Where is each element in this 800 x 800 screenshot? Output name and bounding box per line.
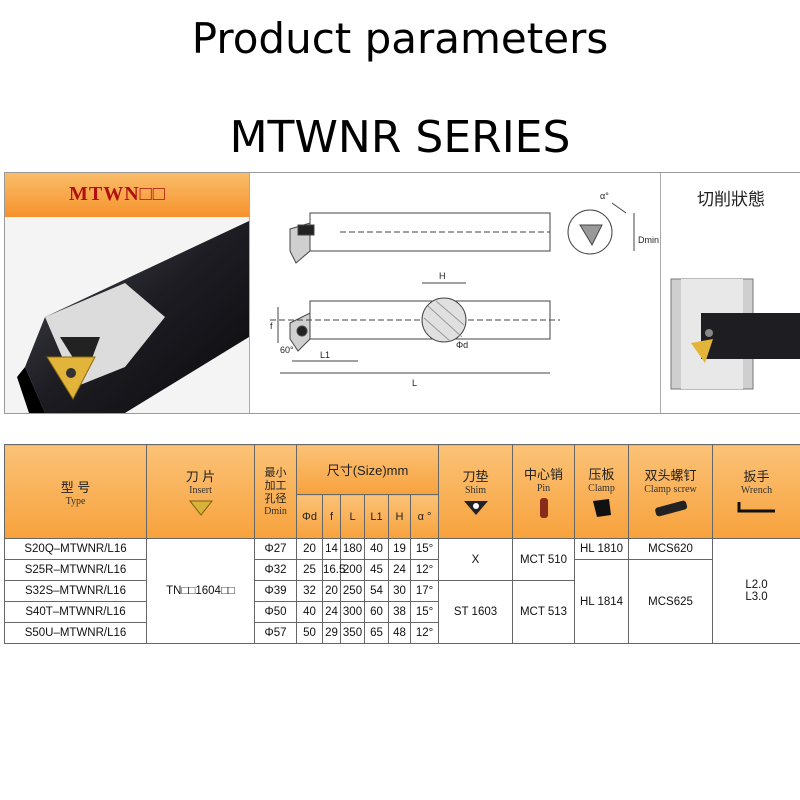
d-cell: 40 bbox=[296, 601, 323, 623]
type-cell: S40T–MTWNR/L16 bbox=[4, 601, 147, 623]
header-d: Φd bbox=[296, 494, 323, 539]
header-l: L bbox=[340, 494, 365, 539]
header-f: f bbox=[322, 494, 341, 539]
l-cell: 200 bbox=[340, 559, 365, 581]
h-cell: 48 bbox=[388, 622, 411, 644]
clamp-cell: HL 1810 bbox=[574, 538, 630, 560]
series-label-box: MTWN□□ bbox=[5, 173, 249, 217]
dmin-cell: Φ32 bbox=[254, 559, 297, 581]
technical-drawing: H f L1 L Φd Dmin α° 60° bbox=[270, 191, 659, 388]
pin-icon bbox=[539, 498, 548, 518]
dim-angle-label: 60° bbox=[280, 345, 294, 355]
table-row: S50U–MTWNR/L16 Φ57 50 29 350 65 48 12° bbox=[4, 622, 800, 644]
dim-f-label: f bbox=[270, 321, 273, 331]
dmin-cell: Φ50 bbox=[254, 601, 297, 623]
dim-l1-label: L1 bbox=[320, 350, 330, 360]
table-row: S20Q–MTWNR/L16 TN□□1604□□ Φ27 20 14 180 … bbox=[4, 538, 800, 644]
l1-cell: 54 bbox=[364, 580, 389, 602]
type-cell: S50U–MTWNR/L16 bbox=[4, 622, 147, 644]
d-cell: 32 bbox=[296, 580, 323, 602]
product-figure-panel: MTWN□□ bbox=[4, 172, 800, 414]
f-cell: 20 bbox=[322, 580, 341, 602]
h-cell: 19 bbox=[388, 538, 411, 560]
series-label: MTWN□□ bbox=[69, 183, 166, 205]
wrench-icon bbox=[737, 502, 775, 513]
l-cell: 250 bbox=[340, 580, 365, 602]
product-photo-cell: MTWN□□ bbox=[5, 173, 250, 413]
h-cell: 30 bbox=[388, 580, 411, 602]
type-cell: S20Q–MTWNR/L16 bbox=[4, 538, 147, 560]
h-cell: 38 bbox=[388, 601, 411, 623]
alpha-cell: 17° bbox=[409, 580, 440, 602]
l-cell: 350 bbox=[340, 622, 365, 644]
dim-alpha-label: α° bbox=[600, 191, 609, 201]
pin-cell: MCT 513 bbox=[512, 580, 576, 644]
dim-dmin-label: Dmin bbox=[638, 235, 659, 245]
d-cell: 20 bbox=[296, 538, 323, 560]
insert-cell: TN□□1604□□ bbox=[146, 538, 255, 644]
clamp-cell: HL 1814 bbox=[574, 559, 630, 644]
dim-d-label: Φd bbox=[456, 340, 468, 350]
dmin-cell: Φ57 bbox=[254, 622, 297, 644]
cutting-state-label: 切削狀態 bbox=[697, 190, 765, 209]
cutting-state-photo bbox=[670, 278, 800, 390]
f-cell: 16.5 bbox=[322, 559, 345, 581]
table-row: S25R–MTWNR/L16 Φ32 25 16.5 200 45 24 12°… bbox=[4, 559, 800, 644]
alpha-cell: 15° bbox=[409, 538, 440, 560]
f-cell: 24 bbox=[322, 601, 341, 623]
f-cell: 14 bbox=[322, 538, 341, 560]
dim-h-label: H bbox=[439, 271, 446, 281]
alpha-cell: 12° bbox=[409, 622, 440, 644]
shim-icon bbox=[463, 501, 488, 515]
cutting-state-cell: 切削狀態 bbox=[661, 173, 800, 413]
dmin-cell: Φ27 bbox=[254, 538, 297, 560]
type-cell: S32S–MTWNR/L16 bbox=[4, 580, 147, 602]
shim-cell: X bbox=[438, 538, 514, 581]
l1-cell: 65 bbox=[364, 622, 389, 644]
header-alpha: α ° bbox=[409, 494, 440, 539]
dim-l-label: L bbox=[412, 378, 417, 388]
alpha-cell: 15° bbox=[409, 601, 440, 623]
l1-cell: 60 bbox=[364, 601, 389, 623]
table-row: S32S–MTWNR/L16 Φ39 32 20 250 54 30 17° S… bbox=[4, 580, 800, 644]
series-title: MTWNR SERIES bbox=[229, 112, 571, 163]
insert-triangle-icon bbox=[188, 500, 213, 516]
f-cell: 29 bbox=[322, 622, 341, 644]
clamp-screw-icon bbox=[654, 500, 687, 517]
boring-bar-photo bbox=[5, 217, 249, 413]
header-size: 尺寸(Size)mm bbox=[295, 444, 440, 495]
clamp-icon bbox=[592, 499, 611, 517]
h-cell: 24 bbox=[388, 559, 411, 581]
header-l1: L1 bbox=[364, 494, 389, 539]
header-h: H bbox=[388, 494, 411, 539]
pin-cell: MCT 510 bbox=[512, 538, 576, 581]
shim-cell: ST 1603 bbox=[438, 580, 514, 644]
page-title: Product parameters bbox=[191, 14, 609, 63]
alpha-cell: 12° bbox=[409, 559, 440, 581]
clamp-screw-cell: MCS625 bbox=[628, 559, 714, 644]
l-cell: 180 bbox=[340, 538, 365, 560]
l1-cell: 40 bbox=[364, 538, 389, 560]
clamp-screw-cell: MCS620 bbox=[628, 538, 714, 560]
dmin-cell: Φ39 bbox=[254, 580, 297, 602]
d-cell: 50 bbox=[296, 622, 323, 644]
d-cell: 25 bbox=[296, 559, 323, 581]
type-cell: S25R–MTWNR/L16 bbox=[4, 559, 147, 581]
l-cell: 300 bbox=[340, 601, 365, 623]
technical-drawing-cell: H f L1 L Φd Dmin α° 60° bbox=[250, 173, 661, 413]
l1-cell: 45 bbox=[364, 559, 389, 581]
